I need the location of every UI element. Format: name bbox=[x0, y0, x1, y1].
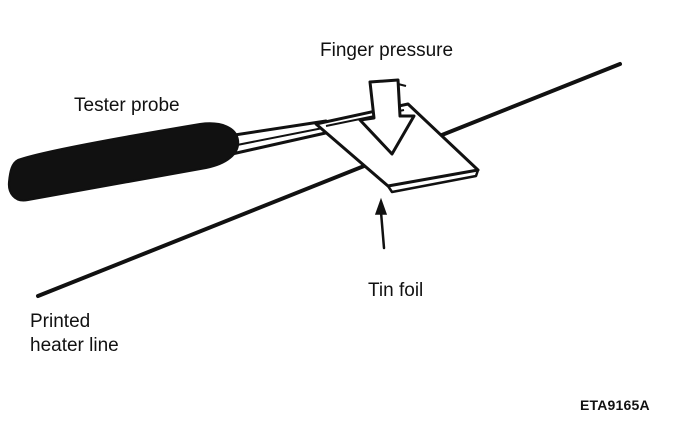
printed-heater-line-label-1: Printed bbox=[30, 311, 91, 332]
printed-heater-line-label: Printed heater line bbox=[30, 310, 119, 358]
tester-probe-handle bbox=[7, 122, 240, 202]
finger-pressure-label: Finger pressure bbox=[320, 40, 454, 61]
printed-heater-line bbox=[36, 62, 622, 298]
printed-heater-line-label-2: heater line bbox=[30, 335, 119, 356]
tin-foil-label: Tin foil bbox=[368, 280, 424, 301]
up-arrow-icon bbox=[374, 197, 388, 250]
tester-probe-label: Tester probe bbox=[74, 95, 180, 116]
tester-probe-shaft bbox=[226, 119, 332, 156]
figure-code: ETA9165A bbox=[580, 397, 650, 413]
down-arrow-icon bbox=[358, 78, 416, 156]
